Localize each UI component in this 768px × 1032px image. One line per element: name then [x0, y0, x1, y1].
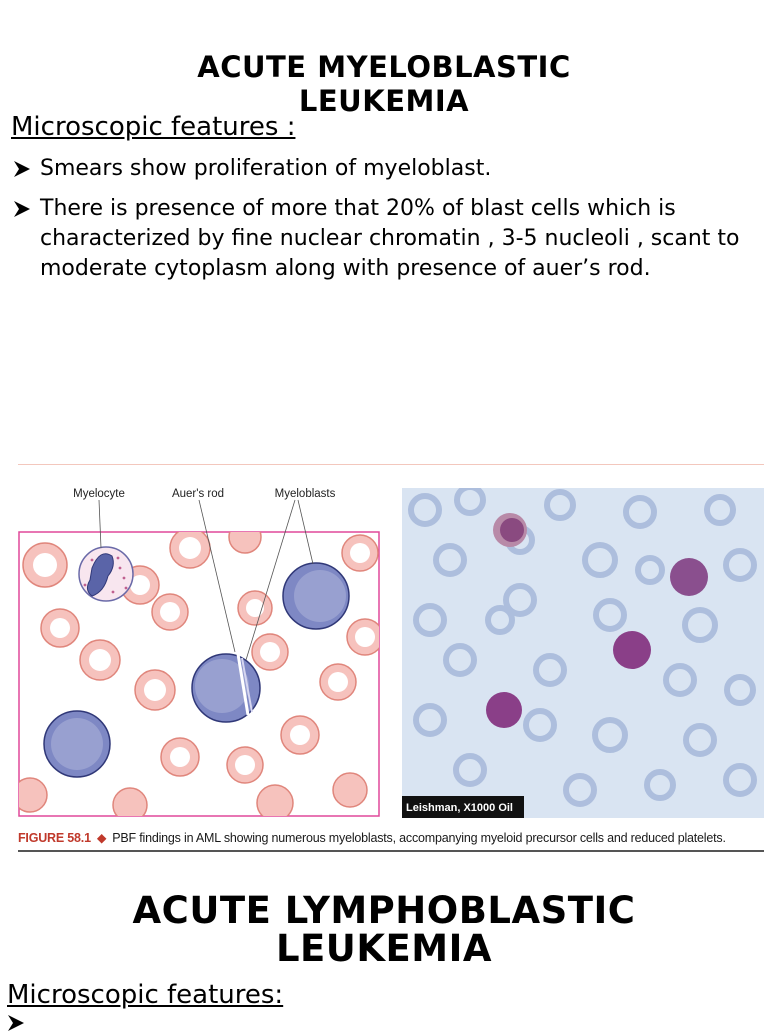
blast-cells-micrograph	[486, 513, 708, 728]
myeloblasts-label: Myeloblasts	[275, 488, 336, 500]
figure-bottom-rule	[18, 850, 764, 852]
myeloblast-cells	[43, 562, 350, 778]
myelocyte-cell	[78, 546, 134, 602]
all-title-line2: LEUKEMIA	[275, 927, 493, 970]
micrograph-panel: Leishman, X1000 Oil	[402, 488, 764, 818]
figure-top-rule	[18, 464, 764, 465]
all-title: ACUTE LYMPHOBLASTIC LEUKEMIA	[0, 892, 768, 968]
label-leaders	[98, 499, 314, 661]
all-subheading: Microscopic features:	[7, 980, 284, 1010]
myelocyte-label: Myelocyte	[73, 488, 125, 500]
aml-bullet-1: Smears show proliferation of myeloblast.	[12, 154, 752, 184]
aml-bullet-1-text: Smears show proliferation of myeloblast.	[40, 156, 492, 181]
diamond-icon: ◆	[96, 831, 107, 845]
arrow-bullet-icon	[8, 1015, 24, 1031]
auer-rod-label: Auer's rod	[172, 488, 224, 500]
illustration-panel: Myelocyte Auer's rod Myeloblasts	[18, 488, 380, 817]
aml-title-line2: LEUKEMIA	[298, 84, 470, 118]
aml-title-line1: ACUTE MYELOBLASTIC	[197, 50, 571, 84]
aml-bullet-2: There is presence of more that 20% of bl…	[12, 194, 752, 284]
aml-bullet-2-text: There is presence of more that 20% of bl…	[40, 196, 740, 281]
figure-caption: FIGURE 58.1 ◆ PBF findings in AML showing …	[18, 830, 766, 845]
figure-caption-text: PBF findings in AML showing numerous mye…	[112, 831, 726, 845]
figure-caption-label: FIGURE 58.1	[18, 831, 91, 845]
arrow-bullet-icon	[14, 161, 30, 177]
stain-label: Leishman, X1000 Oil	[406, 802, 513, 814]
aml-subheading: Microscopic features :	[11, 112, 296, 142]
all-title-line1: ACUTE LYMPHOBLASTIC	[132, 889, 636, 932]
arrow-bullet-icon	[14, 201, 30, 217]
aml-title: ACUTE MYELOBLASTIC LEUKEMIA	[0, 50, 768, 118]
red-blood-cells	[19, 532, 379, 816]
aml-figure: Myelocyte Auer's rod Myeloblasts	[18, 488, 764, 818]
aml-bullet-list: Smears show proliferation of myeloblast.…	[12, 154, 752, 294]
